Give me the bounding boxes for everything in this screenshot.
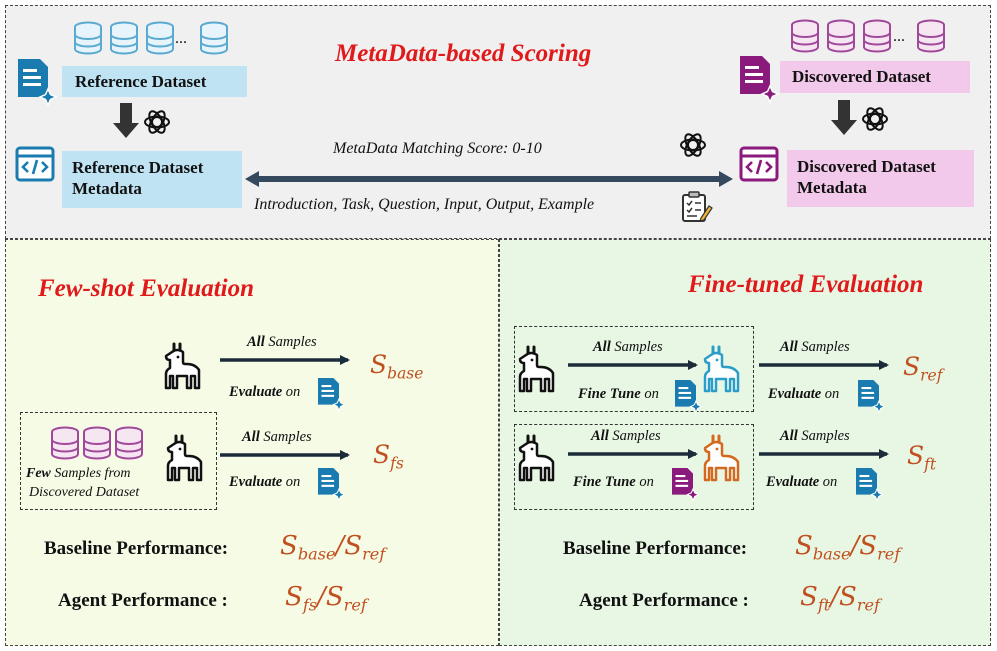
score-ft: Sft: [907, 441, 937, 474]
reference-gpt-arrow: [113, 103, 170, 138]
fewshot-baseline-formula: Sbase/Sref: [280, 531, 386, 564]
metadata-fields-label: Introduction, Task, Question, Input, Out…: [254, 196, 595, 213]
matching-double-arrow: [245, 171, 733, 187]
reference-eval-doc-icon: [317, 377, 346, 411]
finetune-ref-doc-icon: [674, 379, 703, 413]
fewshot-llama-icon: [166, 434, 203, 482]
score-base: Sbase: [370, 350, 424, 383]
finetune-row1b-arrow: [759, 360, 889, 370]
finetune-row2-label: Fine Tune on: [573, 474, 654, 490]
discovered-metadata-line1: Discovered Dataset: [797, 157, 936, 176]
finetune-row2b-evaluate: Evaluate on: [766, 474, 838, 490]
reference-metadata-box: Reference Dataset Metadata: [62, 151, 242, 208]
base-llama-icon: [164, 342, 201, 390]
discovered-metadata-box: Discovered Dataset Metadata: [787, 150, 974, 207]
few-samples-database-icons: [51, 426, 143, 460]
fewshot-row1-arrow: [220, 355, 350, 365]
finetuned-baseline-label: Baseline Performance:: [563, 538, 748, 559]
finetune-base-llama-icon-2: [518, 434, 555, 482]
finetune-disc-doc-icon: [671, 467, 700, 501]
reference-dataset-box: Reference Dataset: [62, 66, 247, 97]
discovered-metadata-line2: Metadata: [797, 178, 867, 197]
metadata-scoring-title: MetaData-based Scoring: [335, 40, 592, 67]
finetuned-agent-label: Agent Performance :: [579, 590, 749, 611]
fewshot-row1-evaluate: Evaluate on: [229, 384, 301, 400]
fewshot-row2-arrow: [220, 450, 350, 460]
fewshot-row1-samples: All Samples: [247, 334, 317, 350]
finetuned-agent-formula: Sft/Sref: [800, 582, 881, 615]
fine-tuned-panel: [499, 239, 991, 646]
finetune-row1b-samples: All Samples: [780, 339, 850, 355]
fine-tuned-title: Fine-tuned Evaluation: [688, 271, 924, 298]
reference-database-ellipsis: ...: [175, 30, 187, 47]
discovered-code-icon: [739, 146, 779, 182]
discovered-database-ellipsis: ...: [893, 28, 905, 45]
reference-document-icon: [17, 58, 57, 106]
finetune-row1-eval-doc-icon: [857, 379, 886, 413]
reference-database-icons: [74, 21, 228, 55]
finetuned-ref-llama-icon: [703, 345, 740, 393]
few-samples-label-line1: Few Samples from: [26, 466, 131, 481]
finetune-row2-eval-doc-icon: [855, 467, 884, 501]
fewshot-row2-evaluate: Evaluate on: [229, 474, 301, 490]
reference-metadata-line2: Metadata: [72, 179, 142, 198]
finetune-row2b-samples: All Samples: [780, 428, 850, 444]
discovered-gpt-arrow: [831, 100, 888, 135]
finetune-base-llama-icon: [518, 345, 555, 393]
finetune-row1b-evaluate: Evaluate on: [768, 386, 840, 402]
finetune-row2b-arrow: [759, 449, 889, 459]
finetune-row2-samples: All Samples: [591, 428, 661, 444]
fewshot-row2-samples: All Samples: [242, 429, 312, 445]
reference-metadata-line1: Reference Dataset: [72, 158, 204, 177]
finetuned-disc-llama-icon: [703, 434, 740, 482]
few-samples-label-line2: Discovered Dataset: [29, 485, 140, 500]
finetune-row1-arrow: [568, 360, 698, 370]
finetune-row2-arrow: [568, 449, 698, 459]
finetuned-baseline-formula: Sbase/Sref: [795, 531, 901, 564]
checklist-icon: [682, 191, 713, 222]
finetune-ref-box: [514, 326, 754, 412]
finetune-row1-samples: All Samples: [593, 339, 663, 355]
discovered-dataset-box: Discovered Dataset: [780, 61, 970, 93]
few-samples-box: [20, 412, 217, 510]
score-ref: Sref: [903, 352, 943, 385]
finetune-disc-box: [514, 424, 754, 510]
matching-score-label: MetaData Matching Score: 0-10: [333, 140, 542, 157]
fewshot-agent-formula: Sfs/Sref: [285, 582, 367, 615]
fewshot-agent-label: Agent Performance :: [58, 590, 228, 611]
reference-code-icon: [15, 146, 55, 182]
few-shot-title: Few-shot Evaluation: [38, 275, 255, 302]
finetune-row1-label: Fine Tune on: [578, 386, 659, 402]
score-fs: Sfs: [373, 440, 404, 473]
fewshot-eval-doc-icon: [317, 467, 346, 501]
gpt-icon: [680, 130, 706, 160]
fewshot-baseline-label: Baseline Performance:: [44, 538, 229, 559]
discovered-database-icons: [791, 19, 945, 53]
